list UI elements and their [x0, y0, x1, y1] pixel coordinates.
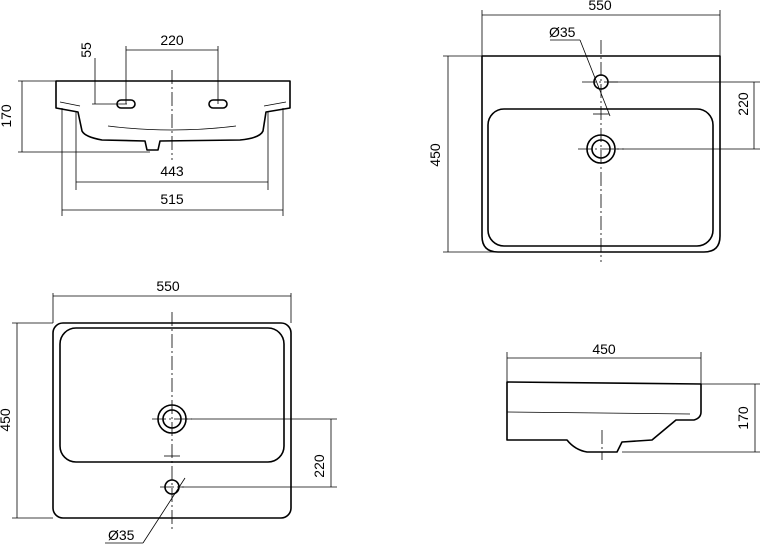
dim-lower-depth-label: 450: [0, 408, 13, 432]
dim-lower-depth: 450: [0, 322, 53, 519]
dim-inner-width: 443: [75, 112, 269, 190]
dim-overall-width: 515: [61, 108, 284, 216]
dim-inner-width-label: 443: [160, 163, 184, 179]
dim-lower-tap-to-drain: 220: [179, 418, 337, 488]
dim-upper-tap-to-drain: 220: [608, 81, 760, 150]
dim-upper-tap-hole-label: Ø35: [549, 24, 576, 40]
dim-upper-tap-hole: Ø35: [549, 24, 611, 117]
side-view-top-edge: [506, 411, 691, 415]
dim-hole-offset-label: 55: [78, 42, 94, 58]
top-view-upper-outline: [481, 55, 721, 253]
dim-upper-depth-label: 450: [427, 143, 443, 167]
dim-side-depth: 450: [506, 341, 702, 384]
dim-overall-width-label: 515: [160, 191, 184, 207]
top-view-upper: 550 450 220 Ø35: [427, 0, 760, 262]
front-view: 220 55 170 443 515: [0, 32, 291, 216]
dim-side-depth-label: 450: [592, 341, 616, 357]
dim-front-height: 170: [0, 80, 150, 153]
dim-hole-offset: 55: [78, 42, 127, 105]
dim-lower-tap-hole: Ø35: [105, 477, 186, 544]
front-view-outline: [55, 80, 291, 151]
dim-side-height-label: 170: [735, 406, 751, 430]
dim-lower-width: 550: [52, 278, 292, 323]
top-view-upper-basin: [487, 108, 714, 247]
dim-hole-spacing-label: 220: [160, 32, 184, 48]
dim-hole-spacing: 220: [125, 32, 219, 104]
dim-upper-depth: 450: [427, 55, 500, 253]
side-view-outline: [506, 381, 702, 453]
dim-lower-tap-to-drain-label: 220: [311, 454, 327, 478]
top-view-lower: 550 450 220 Ø35: [0, 278, 337, 544]
dim-upper-tap-to-drain-label: 220: [735, 92, 751, 116]
dim-lower-width-label: 550: [156, 278, 180, 294]
side-view: 450 170: [506, 341, 760, 460]
dim-lower-tap-hole-label: Ø35: [108, 527, 135, 543]
front-view-bowl-line: [107, 125, 237, 131]
dim-upper-width: 550: [481, 0, 721, 56]
dim-front-height-label: 170: [0, 104, 14, 128]
dim-side-height: 170: [622, 383, 760, 453]
dim-upper-width-label: 550: [588, 0, 612, 13]
front-view-basin-line: [59, 101, 287, 107]
